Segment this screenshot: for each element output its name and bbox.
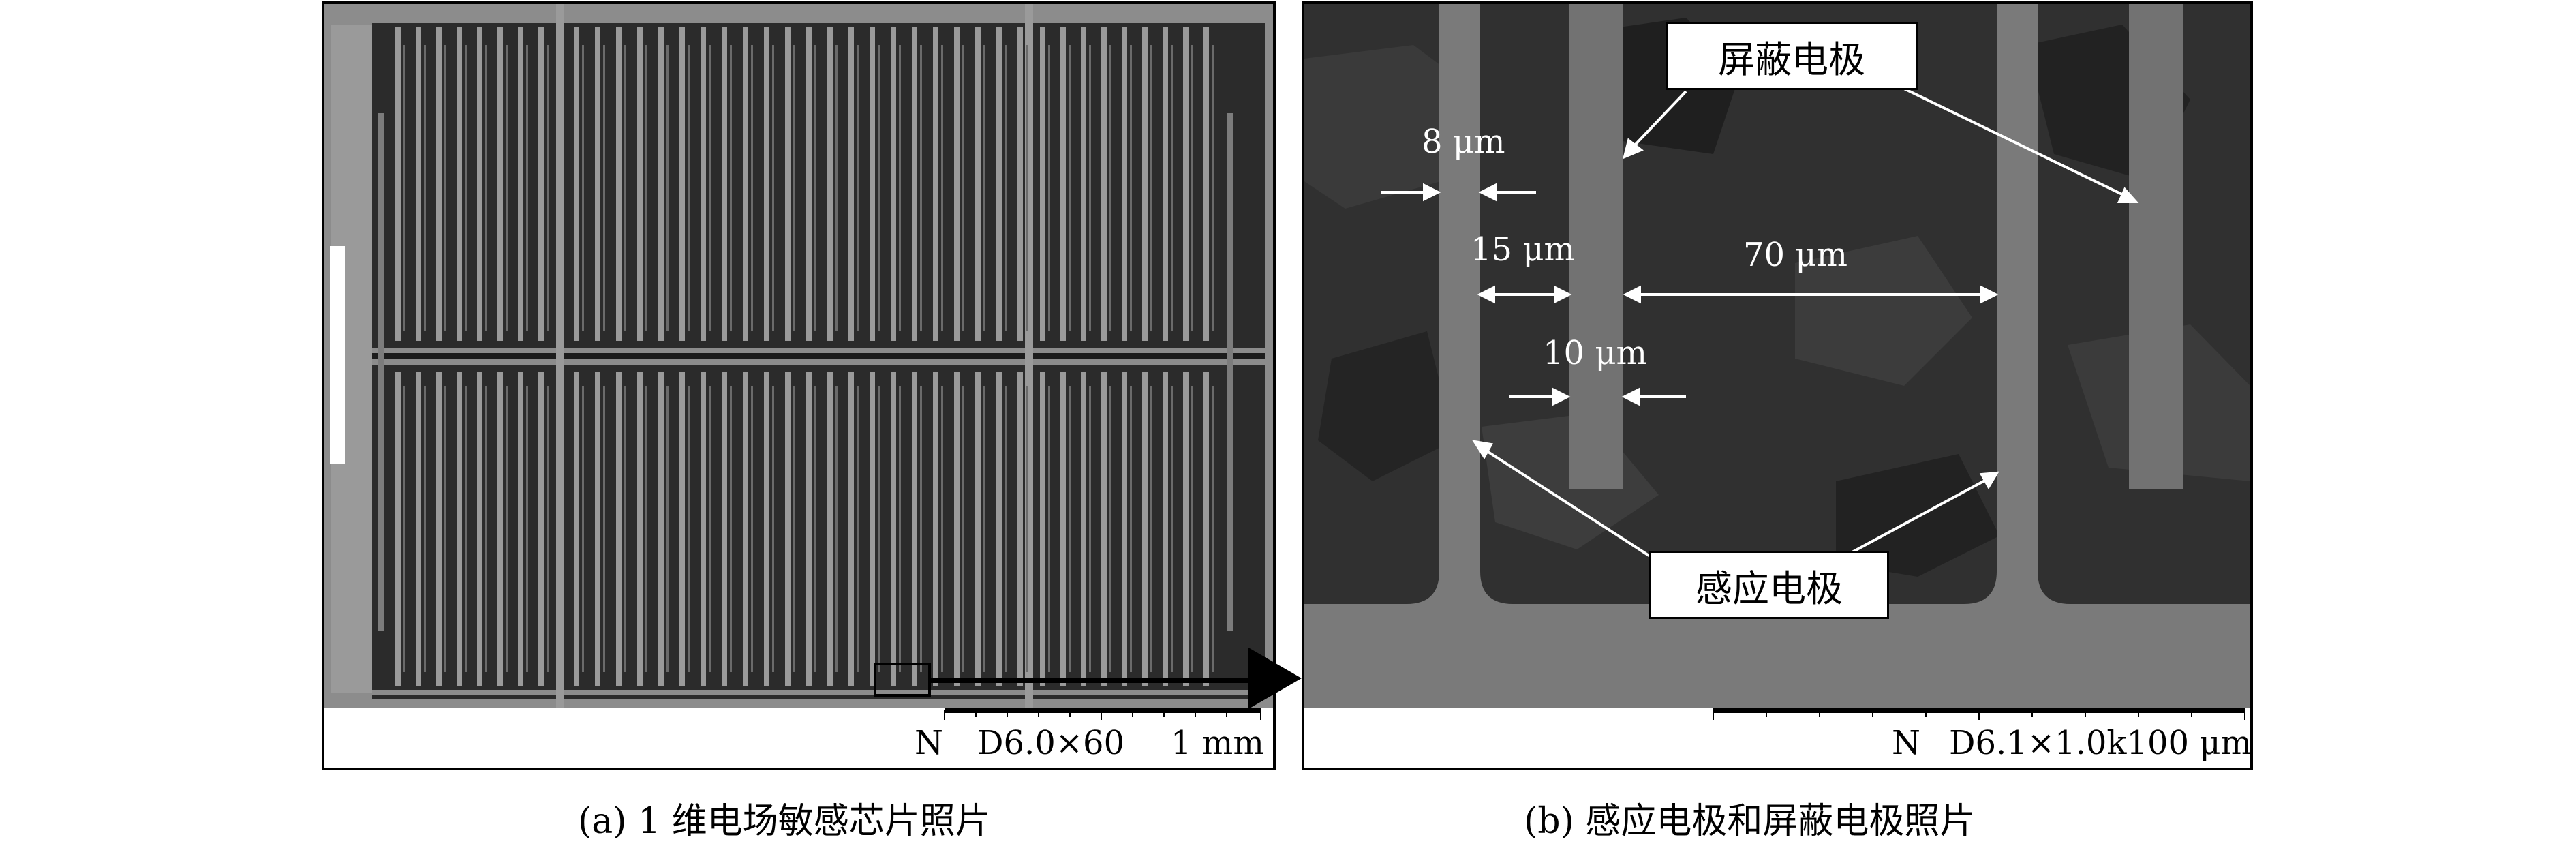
caption-b: (b) 感应电极和屏蔽电极照片 [1524, 801, 1976, 842]
scale-info-a: D6.0×60 [977, 724, 1125, 762]
label-sense-electrode: 感应电极 [1649, 551, 1889, 619]
scale-bar-b [1713, 708, 2245, 720]
scale-value-a: 1 mm [1171, 724, 1264, 762]
scale-bar-area-b: N D6.1×1.0k100 μm [1304, 708, 2250, 768]
comb-fingers [395, 27, 1214, 686]
dim-8um: 8 μm [1422, 123, 1505, 161]
chip-micrograph [324, 4, 1273, 710]
caption-a: (a) 1 维电场敏感芯片照片 [578, 801, 991, 842]
scale-prefix-b: N [1892, 724, 1920, 762]
panel-b-electrode-photo: 屏蔽电极 感应电极 8 μm 15 μm 70 μm 10 μm N D6.1×… [1302, 1, 2253, 770]
panel-a-chip-photo: N D6.0×60 1 mm [322, 1, 1276, 770]
scale-bar-area-a: N D6.0×60 1 mm [324, 708, 1273, 768]
scale-prefix-a: N [915, 724, 943, 762]
label-shield-electrode: 屏蔽电极 [1666, 22, 1918, 90]
scale-bar-a [944, 708, 1261, 720]
dim-70um: 70 μm [1743, 236, 1848, 274]
scale-info-b: D6.1×1.0k100 μm [1949, 724, 2252, 762]
dim-10um: 10 μm [1543, 334, 1648, 372]
arrow-right-icon [1248, 648, 1302, 709]
dim-15um: 15 μm [1471, 230, 1576, 269]
